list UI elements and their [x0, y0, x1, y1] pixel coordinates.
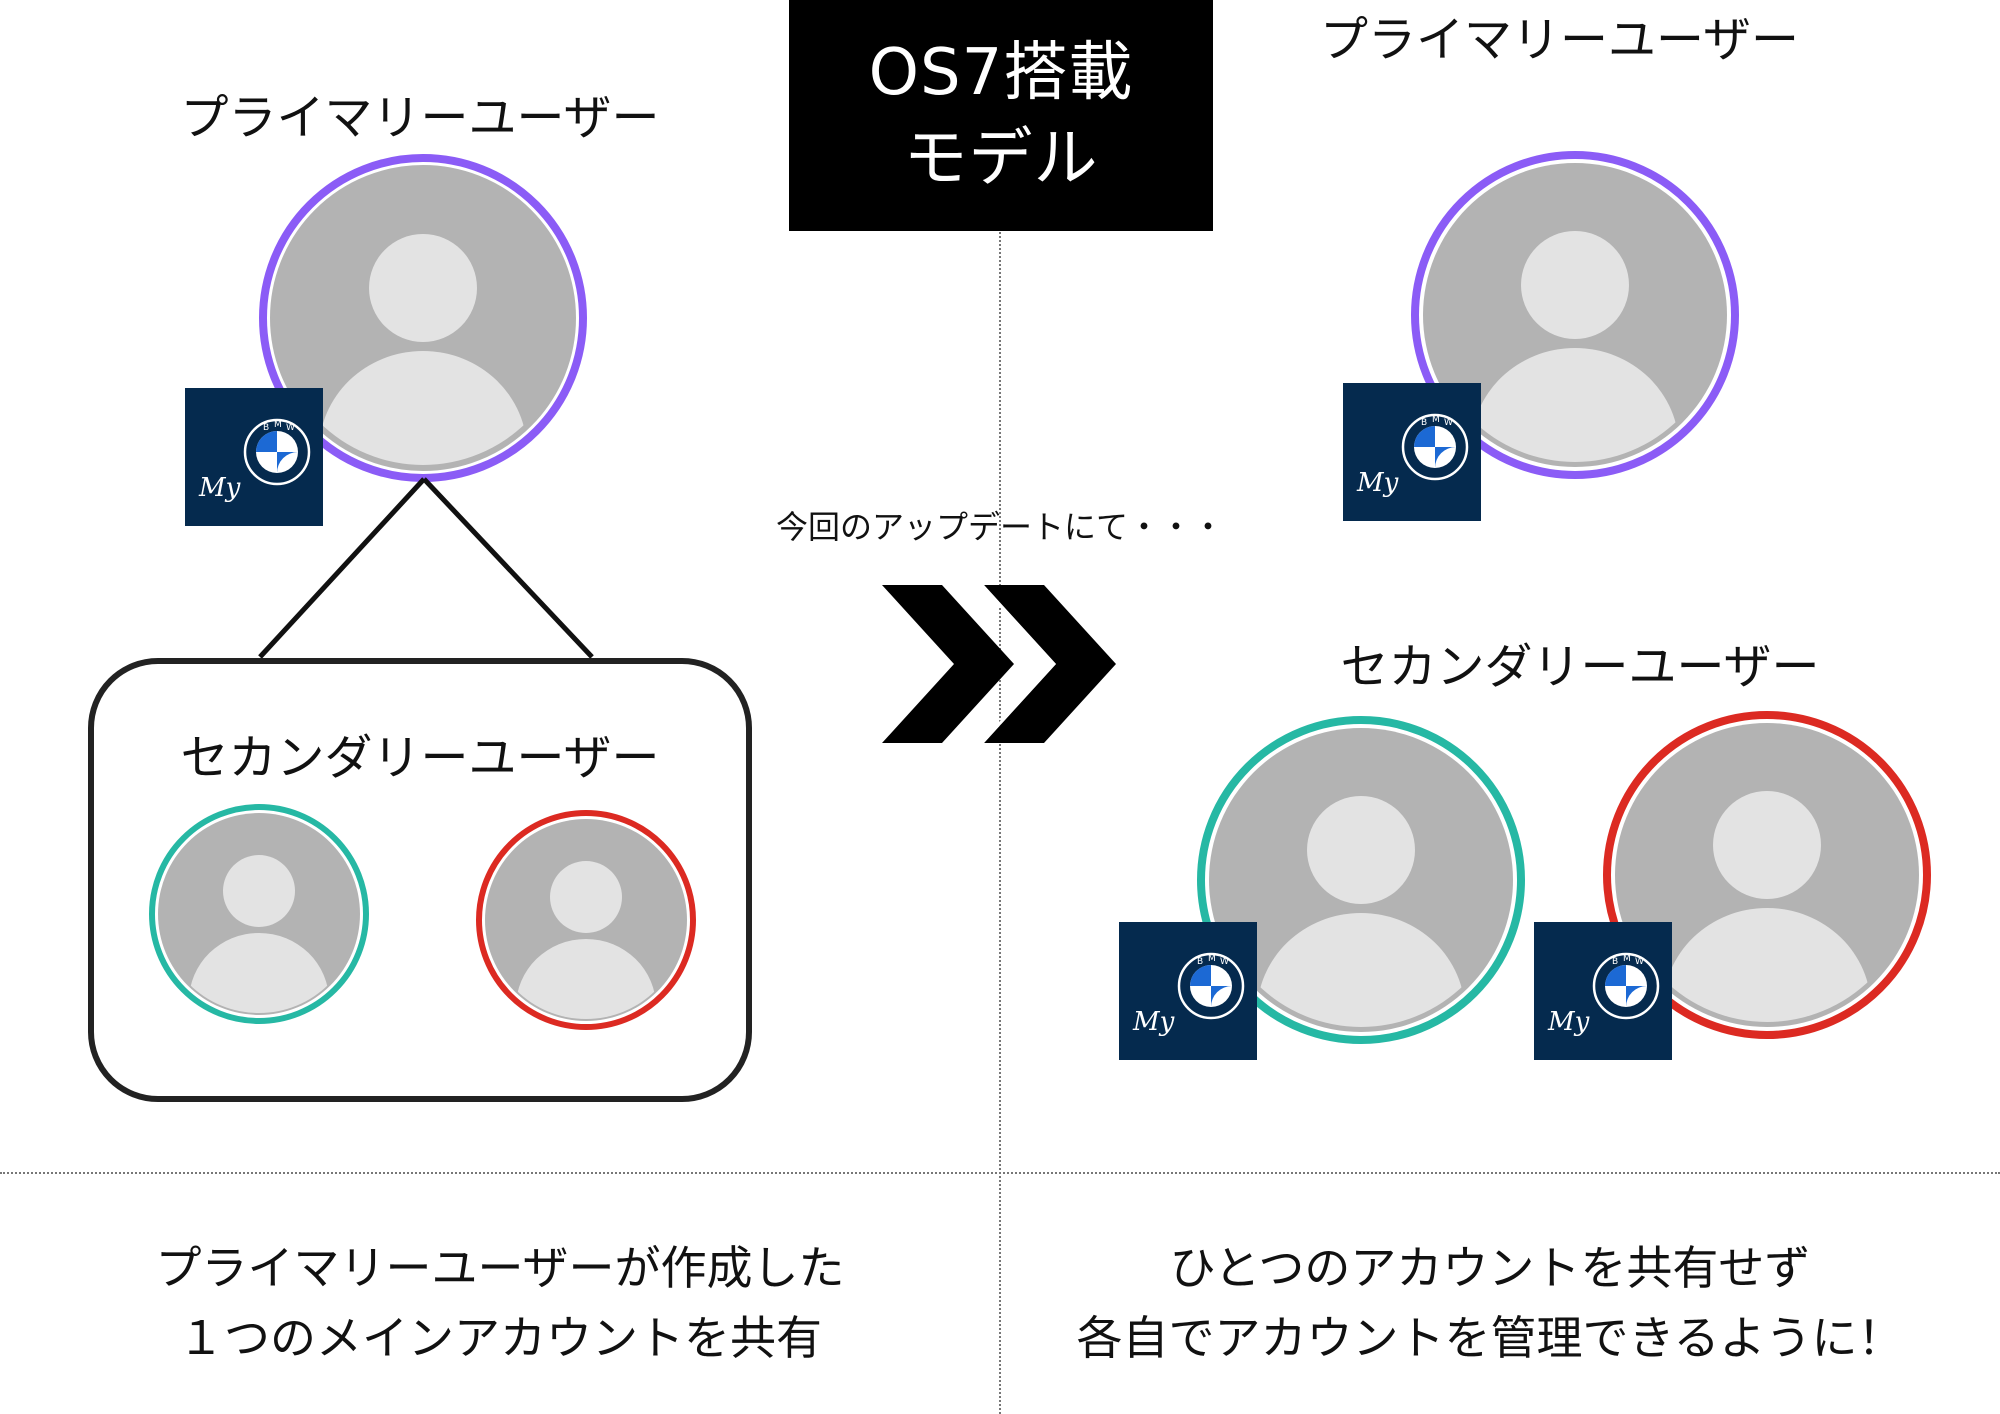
title-line-1: OS7搭載: [868, 35, 1134, 110]
left-caption-line-1: プライマリーユーザーが作成した: [155, 1241, 845, 1295]
my-bmw-app-icon: My B M W: [185, 388, 323, 526]
update-text: 今回のアップデートにて・・・: [775, 508, 1224, 546]
secondary-users-frame: [88, 658, 752, 1102]
my-bmw-app-icon: My B M W: [1343, 383, 1481, 521]
svg-text:My: My: [1356, 468, 1399, 498]
my-bmw-app-icon: My B M W: [1119, 922, 1257, 1060]
svg-text:My: My: [1547, 1007, 1590, 1037]
right-secondary-avatar-red-icon: [1603, 711, 1931, 1039]
svg-text:W: W: [1220, 957, 1229, 967]
left-secondary-avatar-teal-icon: [149, 804, 369, 1024]
right-primary-avatar-icon: [1411, 151, 1739, 479]
title-line-2: モデル: [903, 121, 1099, 196]
right-secondary-label: セカンダリーユーザー: [1340, 639, 1820, 695]
left-secondary-label: セカンダリーユーザー: [180, 730, 660, 786]
svg-text:M: M: [1208, 954, 1216, 964]
right-caption-line-2: 各自でアカウントを管理できるように！: [1076, 1311, 1904, 1365]
left-caption-line-2: １つのメインアカウントを共有: [178, 1311, 822, 1365]
logo-script-text: My: [198, 473, 241, 503]
svg-text:W: W: [286, 423, 295, 433]
tree-connector-lines: [258, 477, 594, 659]
right-caption-line-1: ひとつのアカウントを共有せず: [1169, 1241, 1811, 1295]
svg-text:B: B: [1421, 418, 1427, 428]
svg-text:M: M: [274, 420, 282, 430]
right-primary-label: プライマリーユーザー: [1320, 12, 1800, 68]
right-secondary-avatar-teal-icon: [1197, 716, 1525, 1044]
svg-text:B: B: [1197, 957, 1203, 967]
svg-text:M: M: [1623, 954, 1631, 964]
svg-text:W: W: [1444, 418, 1453, 428]
svg-text:M: M: [1432, 415, 1440, 425]
left-secondary-avatar-red-icon: [476, 810, 696, 1030]
svg-text:W: W: [1635, 957, 1644, 967]
svg-text:My: My: [1132, 1007, 1175, 1037]
title-box: OS7搭載 モデル: [789, 0, 1213, 231]
vertical-divider: [999, 232, 1001, 1414]
double-chevron-right-icon: [882, 585, 1116, 743]
my-bmw-app-icon: My B M W: [1534, 922, 1672, 1060]
left-primary-label: プライマリーユーザー: [180, 90, 660, 146]
svg-text:B: B: [263, 423, 269, 433]
horizontal-divider: [0, 1172, 2000, 1174]
left-primary-avatar-icon: [259, 154, 587, 482]
svg-text:B: B: [1612, 957, 1618, 967]
